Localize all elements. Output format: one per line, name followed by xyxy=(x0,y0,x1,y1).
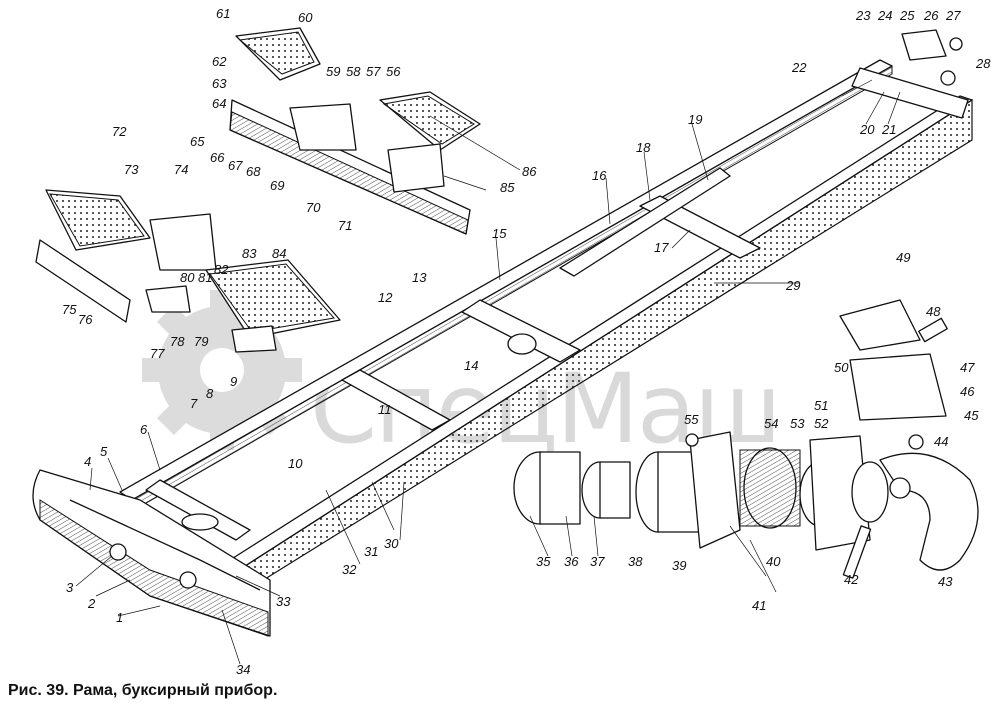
callout-label: 53 xyxy=(790,416,805,431)
callout-label: 51 xyxy=(814,398,828,413)
callout-label: 69 xyxy=(270,178,284,193)
callout-label: 3 xyxy=(66,580,74,595)
callout-label: 85 xyxy=(500,180,515,195)
callout-label: 84 xyxy=(272,246,286,261)
bumper-tow-hook xyxy=(109,543,127,561)
callout-label: 56 xyxy=(386,64,401,79)
callout-label: 18 xyxy=(636,140,651,155)
callout-label: 63 xyxy=(212,76,227,91)
callout-label: 13 xyxy=(412,270,427,285)
callout-label: 20 xyxy=(859,122,875,137)
callout-label: 76 xyxy=(78,312,93,327)
callout-label: 42 xyxy=(844,572,859,587)
callout-label: 64 xyxy=(212,96,226,111)
callout-label: 32 xyxy=(342,562,357,577)
callout-label: 4 xyxy=(84,454,91,469)
callout-label: 78 xyxy=(170,334,185,349)
frame-diagonal-brace xyxy=(559,167,731,277)
callout-label: 54 xyxy=(764,416,778,431)
callout-label: 67 xyxy=(228,158,243,173)
callout-label: 33 xyxy=(276,594,291,609)
callout-label: 16 xyxy=(592,168,607,183)
step-assembly-top xyxy=(229,27,481,235)
callout-label: 86 xyxy=(522,164,537,179)
bumper-tow-hook-right xyxy=(179,571,197,589)
callout-label: 9 xyxy=(230,374,237,389)
callout-label: 11 xyxy=(378,402,392,417)
callout-label: 39 xyxy=(672,558,686,573)
callout-label: 41 xyxy=(752,598,766,613)
callout-label: 2 xyxy=(87,596,96,611)
callout-label: 46 xyxy=(960,384,975,399)
callout-label: 26 xyxy=(923,8,939,23)
callout-label: 34 xyxy=(236,662,250,677)
callout-label: 83 xyxy=(242,246,257,261)
callout-label: 60 xyxy=(298,10,313,25)
callout-label: 50 xyxy=(834,360,849,375)
callout-label: 38 xyxy=(628,554,643,569)
callout-label: 52 xyxy=(814,416,829,431)
callout-label: 82 xyxy=(214,262,229,277)
callout-label: 10 xyxy=(288,456,303,471)
callout-label: 57 xyxy=(366,64,381,79)
callout-label: 14 xyxy=(464,358,478,373)
callout-label: 65 xyxy=(190,134,205,149)
callout-label: 47 xyxy=(960,360,975,375)
front-bumper xyxy=(32,469,271,637)
callout-label: 5 xyxy=(100,444,108,459)
callout-label: 37 xyxy=(590,554,605,569)
callout-label: 15 xyxy=(492,226,507,241)
callout-label: 27 xyxy=(945,8,961,23)
callout-label: 29 xyxy=(785,278,800,293)
callout-labels: 1 2 3 4 5 6 7 8 9 10 11 12 13 14 15 16 1… xyxy=(62,6,991,677)
callout-label: 73 xyxy=(124,162,139,177)
callout-label: 1 xyxy=(116,610,123,625)
callout-label: 77 xyxy=(150,346,165,361)
callout-label: 31 xyxy=(364,544,378,559)
figure-caption: Рис. 39. Рама, буксирный прибор. xyxy=(8,682,278,699)
callout-label: 44 xyxy=(934,434,948,449)
callout-label: 21 xyxy=(881,122,896,137)
callout-label: 70 xyxy=(306,200,321,215)
callout-label: 24 xyxy=(877,8,892,23)
callout-label: 7 xyxy=(190,396,198,411)
frame-right-side-rail xyxy=(229,95,973,594)
callout-label: 72 xyxy=(112,124,127,139)
callout-label: 48 xyxy=(926,304,941,319)
callout-label: 30 xyxy=(384,536,399,551)
callout-label: 43 xyxy=(938,574,953,589)
callout-label: 81 xyxy=(198,270,212,285)
callout-label: 36 xyxy=(564,554,579,569)
callout-label: 45 xyxy=(964,408,979,423)
callout-label: 62 xyxy=(212,54,227,69)
towing-device xyxy=(513,299,979,579)
callout-label: 28 xyxy=(975,56,991,71)
callout-label: 59 xyxy=(326,64,340,79)
callout-label: 71 xyxy=(338,218,352,233)
callout-label: 25 xyxy=(899,8,915,23)
callout-label: 8 xyxy=(206,386,214,401)
callout-label: 6 xyxy=(140,422,148,437)
callout-label: 75 xyxy=(62,302,77,317)
callout-label: 12 xyxy=(378,290,393,305)
callout-label: 68 xyxy=(246,164,261,179)
callout-label: 22 xyxy=(791,60,807,75)
callout-label: 74 xyxy=(174,162,188,177)
callout-label: 23 xyxy=(855,8,871,23)
callout-label: 55 xyxy=(684,412,699,427)
callout-label: 17 xyxy=(654,240,669,255)
rear-bracket-parts xyxy=(901,29,963,86)
callout-label: 58 xyxy=(346,64,361,79)
callout-label: 35 xyxy=(536,554,551,569)
callout-label: 40 xyxy=(766,554,781,569)
callout-label: 19 xyxy=(688,112,702,127)
callout-label: 66 xyxy=(210,150,225,165)
step-assembly-left xyxy=(35,189,341,353)
leader-lines xyxy=(75,79,901,665)
callout-label: 80 xyxy=(180,270,195,285)
callout-label: 61 xyxy=(216,6,230,21)
callout-label: 79 xyxy=(194,334,208,349)
callout-label: 49 xyxy=(896,250,910,265)
